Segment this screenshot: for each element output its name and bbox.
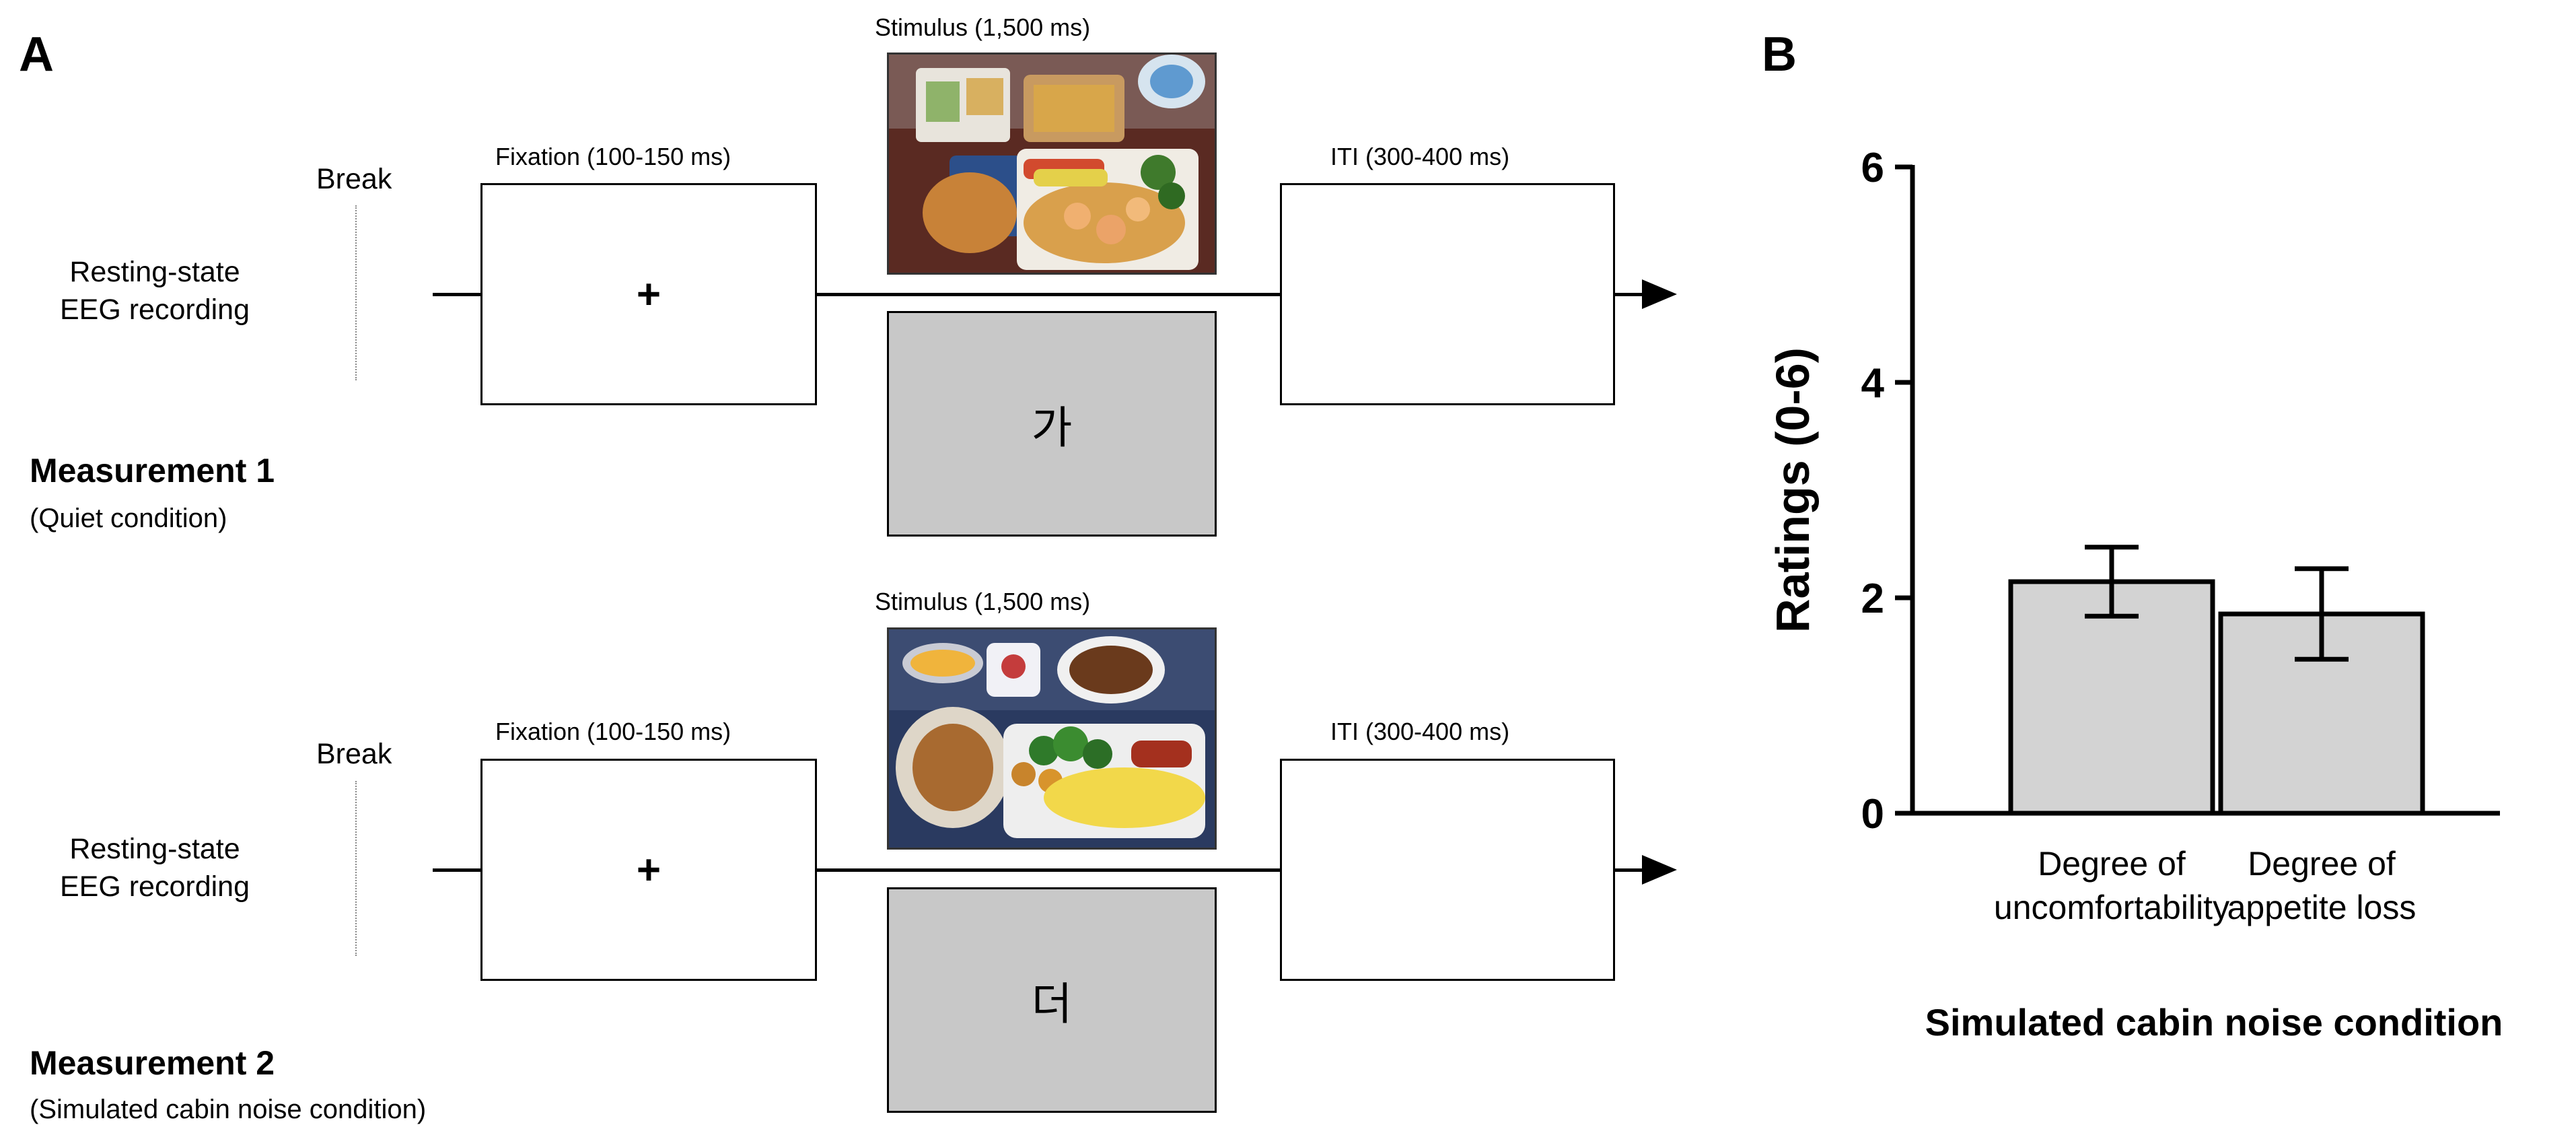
x-category-label: Degree of bbox=[2038, 845, 2186, 883]
fixation-box: + bbox=[480, 759, 817, 981]
iti-label: ITI (300-400 ms) bbox=[1330, 718, 1510, 745]
timeline-arrow-icon bbox=[1642, 279, 1677, 309]
fixation-label: Fixation (100-150 ms) bbox=[495, 718, 731, 745]
y-axis-title: Ratings (0-6) bbox=[1766, 347, 1819, 633]
fixation-label: Fixation (100-150 ms) bbox=[495, 143, 731, 170]
timeline-segment-middle bbox=[814, 868, 1282, 872]
timeline-segment-left bbox=[433, 868, 483, 872]
fixation-cross: + bbox=[636, 271, 661, 318]
resting-state-label: Resting-state EEG recording bbox=[54, 253, 256, 329]
resting-line-2: EEG recording bbox=[59, 870, 250, 903]
resting-line-1: Resting-state bbox=[69, 256, 240, 288]
stimulus-label: Stimulus (1,500 ms) bbox=[875, 588, 1091, 615]
measurement-subtitle: (Simulated cabin noise condition) bbox=[30, 1095, 427, 1124]
timeline-segment-middle bbox=[814, 293, 1282, 296]
panel-b-label: B bbox=[1762, 28, 1797, 81]
resting-line-1: Resting-state bbox=[69, 833, 240, 865]
x-axis-title: Simulated cabin noise condition bbox=[1925, 1001, 2503, 1043]
measurement-title: Measurement 2 bbox=[30, 1044, 275, 1082]
y-tick-label: 6 bbox=[1861, 145, 1884, 191]
resting-state-label: Resting-state EEG recording bbox=[54, 830, 256, 905]
x-category-label: appetite loss bbox=[2227, 889, 2417, 926]
character-stimulus-box: 더 bbox=[887, 887, 1217, 1113]
iti-box bbox=[1280, 183, 1615, 405]
bar bbox=[2008, 579, 2215, 816]
food-tray-illustration bbox=[889, 629, 1215, 848]
break-label: Break bbox=[316, 738, 392, 770]
y-tick-label: 0 bbox=[1861, 791, 1884, 837]
iti-label: ITI (300-400 ms) bbox=[1330, 143, 1510, 170]
fixation-cross: + bbox=[636, 847, 661, 893]
measurement-title: Measurement 1 bbox=[30, 452, 275, 489]
measurement-subtitle: (Quiet condition) bbox=[30, 504, 227, 533]
timeline-arrow-icon bbox=[1642, 855, 1677, 885]
y-tick-label: 4 bbox=[1861, 360, 1885, 407]
timeline-segment-right bbox=[1613, 868, 1647, 872]
timeline-segment-left bbox=[433, 293, 483, 296]
timeline-segment-right bbox=[1613, 293, 1647, 296]
fixation-box: + bbox=[480, 183, 817, 405]
x-category-label: uncomfortability bbox=[1994, 889, 2229, 926]
stimulus-label: Stimulus (1,500 ms) bbox=[875, 13, 1091, 41]
iti-box bbox=[1280, 759, 1615, 981]
stimulus-food-image bbox=[887, 53, 1217, 275]
break-label: Break bbox=[316, 163, 392, 195]
food-tray-illustration bbox=[889, 55, 1215, 273]
x-category-label: Degree of bbox=[2248, 845, 2396, 883]
panel-a-label: A bbox=[19, 28, 54, 81]
character-stimulus-box: 가 bbox=[887, 311, 1217, 537]
y-tick-label: 2 bbox=[1861, 576, 1884, 622]
break-divider bbox=[355, 205, 357, 380]
stimulus-food-image bbox=[887, 627, 1217, 850]
break-divider bbox=[355, 781, 357, 956]
resting-line-2: EEG recording bbox=[59, 294, 250, 326]
